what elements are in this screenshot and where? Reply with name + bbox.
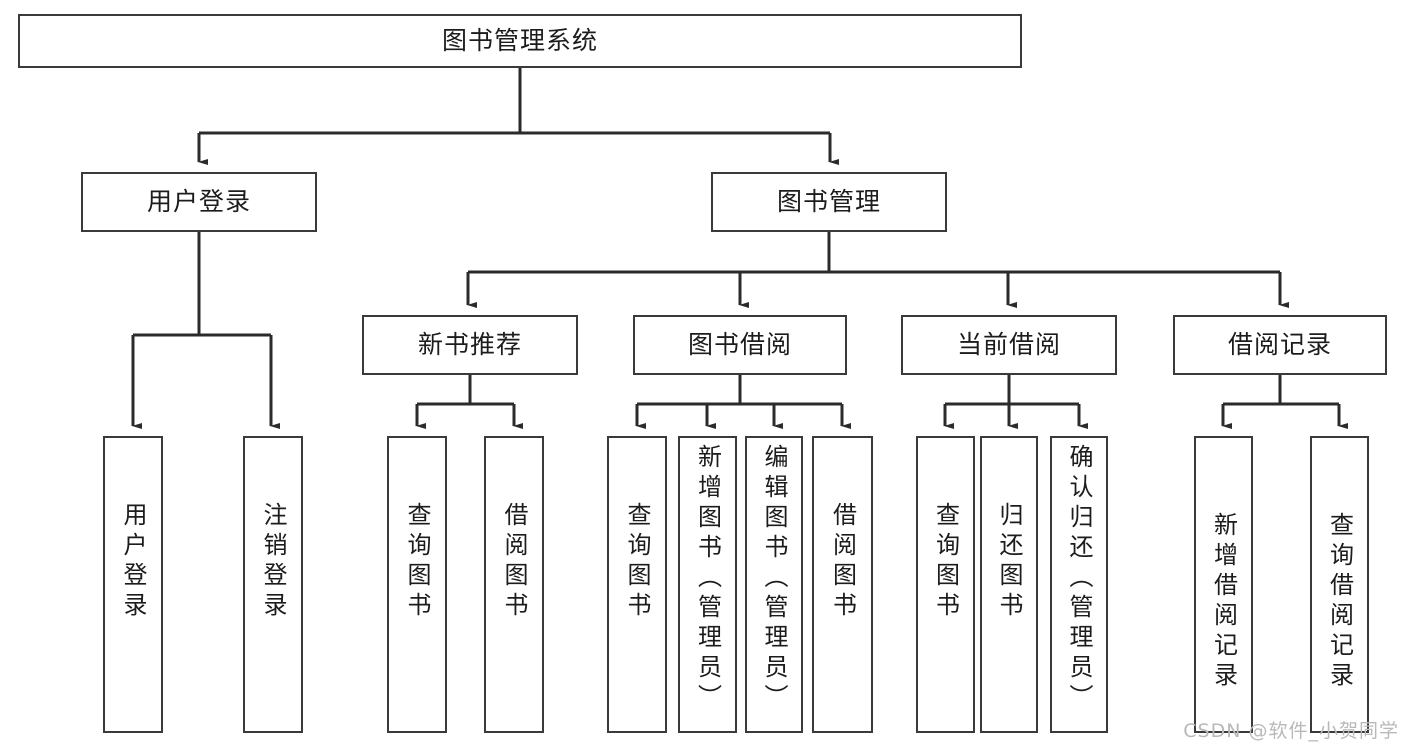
node-leaf-borrow-book-1[interactable]: 借阅图书 <box>484 436 544 733</box>
node-label: 查询图书 <box>931 502 960 622</box>
node-label: 用户登录 <box>146 187 251 217</box>
node-leaf-query-book-3[interactable]: 查询图书 <box>916 436 975 733</box>
node-label: 新增借阅记录 <box>1209 512 1238 692</box>
node-leaf-query-record[interactable]: 查询借阅记录 <box>1310 436 1369 733</box>
node-root[interactable]: 图书管理系统 <box>18 14 1022 68</box>
node-label: 图书借阅 <box>687 330 792 360</box>
node-leaf-user-login[interactable]: 用户登录 <box>103 436 163 733</box>
node-label: 借阅图书 <box>828 502 857 622</box>
node-label: 新书推荐 <box>417 330 522 360</box>
node-label: 查询借阅记录 <box>1325 512 1354 692</box>
node-user-login[interactable]: 用户登录 <box>81 172 317 232</box>
node-label: 当前借阅 <box>956 330 1061 360</box>
node-new-book-recommend[interactable]: 新书推荐 <box>362 315 578 375</box>
node-label: 用户登录 <box>119 502 147 622</box>
node-book-manage[interactable]: 图书管理 <box>711 172 947 232</box>
node-label: 查询图书 <box>403 502 431 622</box>
node-leaf-edit-book[interactable]: 编辑图书（管理员） <box>745 436 803 733</box>
node-leaf-confirm-return[interactable]: 确认归还（管理员） <box>1050 436 1108 733</box>
node-label: 编辑图书（管理员） <box>760 444 788 714</box>
node-leaf-borrow-book-2[interactable]: 借阅图书 <box>812 436 873 733</box>
node-label: 归还图书 <box>995 502 1023 622</box>
node-leaf-query-book-2[interactable]: 查询图书 <box>607 436 667 733</box>
node-label: 借阅图书 <box>500 502 528 622</box>
node-leaf-logout[interactable]: 注销登录 <box>243 436 303 733</box>
node-label: 图书管理 <box>776 187 881 217</box>
node-label: 查询图书 <box>623 502 651 622</box>
node-book-borrow[interactable]: 图书借阅 <box>633 315 847 375</box>
node-leaf-add-record[interactable]: 新增借阅记录 <box>1194 436 1253 733</box>
node-borrow-record[interactable]: 借阅记录 <box>1173 315 1387 375</box>
node-label: 图书管理系统 <box>441 26 598 56</box>
node-label: 注销登录 <box>259 502 287 622</box>
node-label: 确认归还（管理员） <box>1065 444 1093 714</box>
node-leaf-return-book[interactable]: 归还图书 <box>980 436 1038 733</box>
node-leaf-add-book[interactable]: 新增图书（管理员） <box>678 436 737 733</box>
node-label: 新增图书（管理员） <box>693 444 722 714</box>
node-current-borrow[interactable]: 当前借阅 <box>901 315 1117 375</box>
node-label: 借阅记录 <box>1227 330 1332 360</box>
node-leaf-query-book-1[interactable]: 查询图书 <box>387 436 447 733</box>
